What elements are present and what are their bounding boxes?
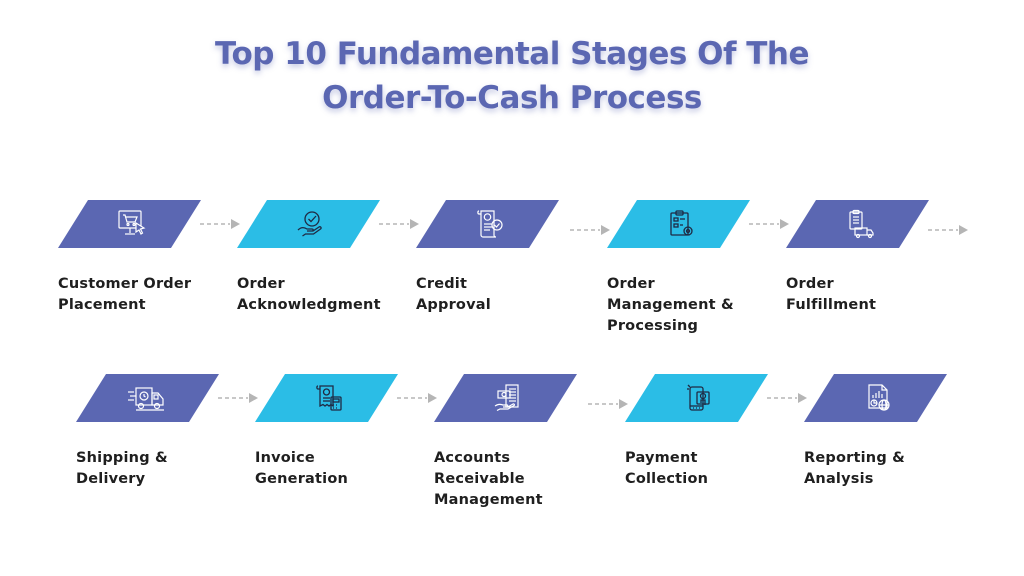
- stage-label: Accounts Receivable Management: [434, 450, 543, 508]
- clipboard-gear-icon: [670, 210, 693, 236]
- hand-money-document-icon: [494, 384, 519, 412]
- hand-check-icon: [297, 211, 322, 237]
- stage-shape: [786, 200, 929, 248]
- flow-arrow: [218, 393, 258, 403]
- stage-label: Customer Order Placement: [58, 276, 192, 313]
- stage-label: Shipping & Delivery: [76, 450, 168, 487]
- flow-arrow: [767, 393, 807, 403]
- report-chart-globe-icon: [868, 384, 890, 411]
- title-line-2: Order-To-Cash Process: [322, 80, 702, 116]
- stage-shape: [434, 374, 577, 422]
- stage-label: Payment Collection: [625, 450, 709, 487]
- clipboard-truck-icon: [849, 209, 874, 239]
- cart-monitor-icon: [118, 210, 146, 235]
- delivery-truck-icon: [128, 387, 164, 411]
- stage-label: Reporting & Analysis: [804, 450, 905, 487]
- stage-shape: [625, 374, 768, 422]
- page-title: Top 10 Fundamental Stages Of The Order-T…: [0, 32, 1024, 120]
- stage-label: Order Fulfillment: [786, 276, 877, 313]
- flow-arrow: [200, 219, 240, 229]
- flow-arrow: [928, 225, 968, 235]
- stage-shape: [416, 200, 559, 248]
- invoice-calculator-icon: [316, 385, 342, 411]
- scroll-dollar-check-icon: [477, 210, 503, 238]
- stage-label: Credit Approval: [416, 276, 491, 313]
- flow-arrow: [588, 399, 628, 409]
- flow-arrow: [749, 219, 789, 229]
- stage-shape: [255, 374, 398, 422]
- stage-label: Order Management & Processing: [607, 276, 734, 334]
- flow-arrow: [397, 393, 437, 403]
- stage-label: Order Acknowledgment: [237, 276, 381, 313]
- title-line-1: Top 10 Fundamental Stages Of The: [214, 36, 810, 72]
- stage-shape: [607, 200, 750, 248]
- stage-shape: [58, 200, 201, 248]
- stage-shape: [237, 200, 380, 248]
- stage-shape: [76, 374, 219, 422]
- mobile-payment-icon: [687, 384, 710, 411]
- flow-arrow: [570, 225, 610, 235]
- stage-label: Invoice Generation: [255, 450, 349, 487]
- stage-shape: [804, 374, 947, 422]
- flow-arrow: [379, 219, 419, 229]
